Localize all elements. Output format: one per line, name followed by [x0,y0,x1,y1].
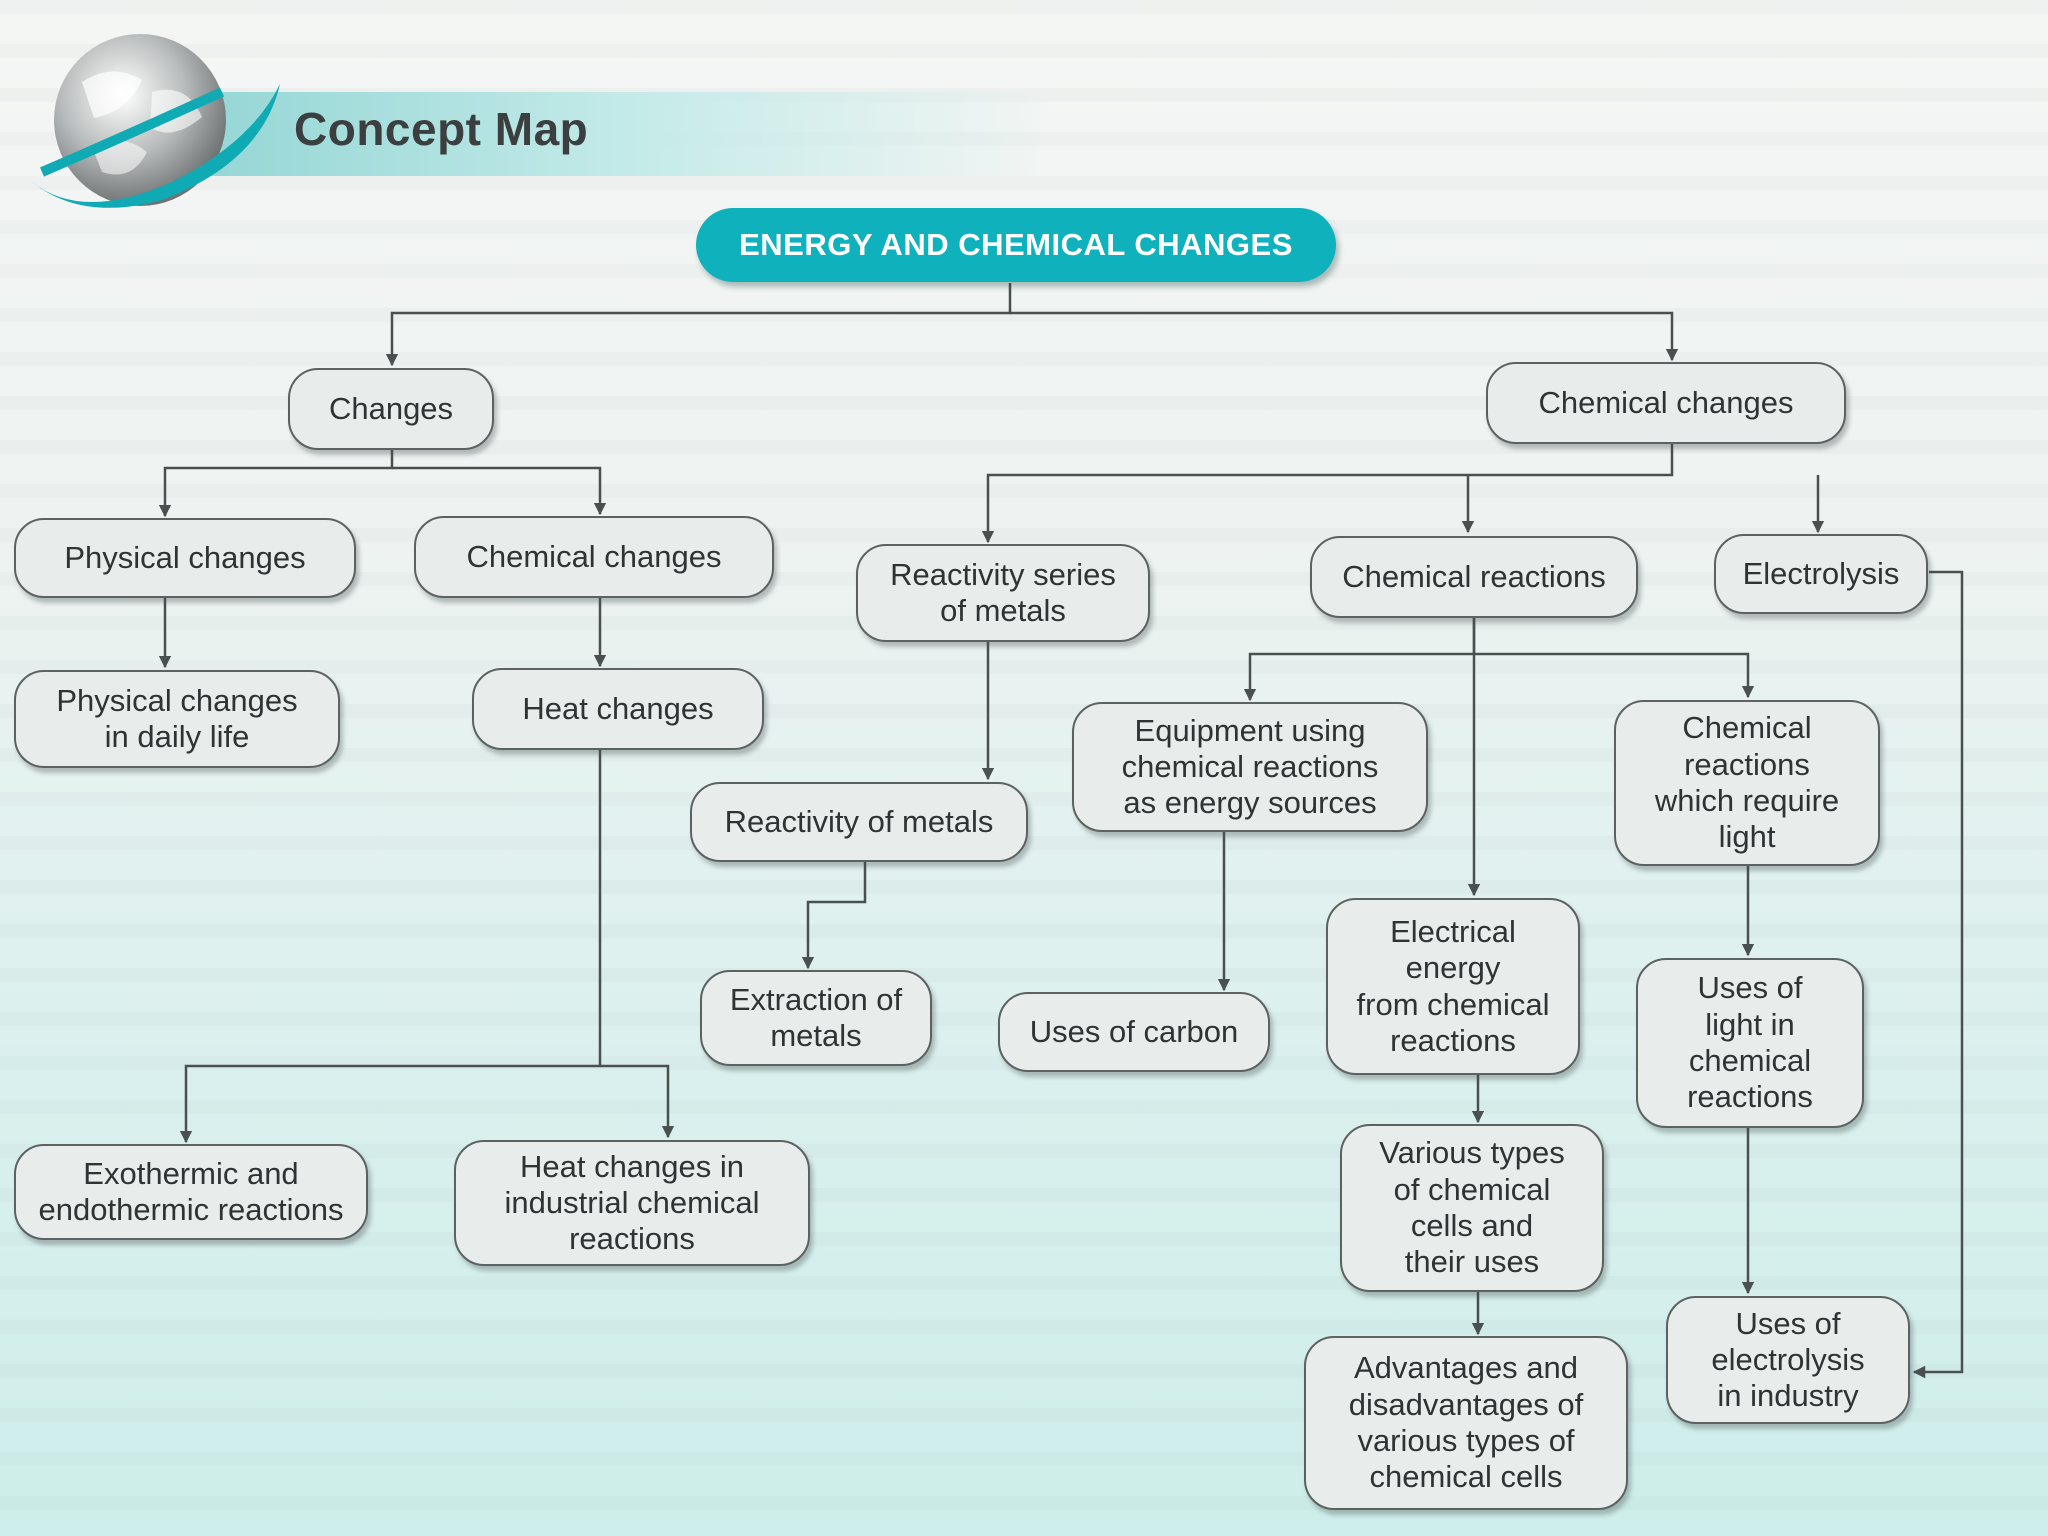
header-band [150,92,1050,176]
node-electrical-energy: Electrical energy from chemical reaction… [1326,898,1580,1075]
node-electrolysis: Electrolysis [1714,534,1928,614]
node-advantages-disadvantages: Advantages and disadvantages of various … [1304,1336,1628,1510]
node-heat-changes: Heat changes [472,668,764,750]
node-chemical-reactions: Chemical reactions [1310,536,1638,618]
node-reactivity-of-metals: Reactivity of metals [690,782,1028,862]
node-heat-changes-industrial: Heat changes in industrial chemical reac… [454,1140,810,1266]
globe-logo-icon [32,34,280,208]
node-chemical-changes-sub: Chemical changes [414,516,774,598]
node-physical-changes: Physical changes [14,518,356,598]
page-title: Concept Map [294,103,589,155]
node-uses-of-electrolysis: Uses of electrolysis in industry [1666,1296,1910,1424]
node-extraction-of-metals: Extraction of metals [700,970,932,1066]
node-reactivity-series: Reactivity series of metals [856,544,1150,642]
node-chemical-changes-main: Chemical changes [1486,362,1846,444]
node-uses-of-light: Uses of light in chemical reactions [1636,958,1864,1128]
node-changes: Changes [288,368,494,450]
node-physical-changes-daily-life: Physical changes in daily life [14,670,340,768]
node-reactions-require-light: Chemical reactions which require light [1614,700,1880,866]
node-various-chemical-cells: Various types of chemical cells and thei… [1340,1124,1604,1292]
node-exothermic-endothermic: Exothermic and endothermic reactions [14,1144,368,1240]
root-node-energy-chemical-changes: ENERGY AND CHEMICAL CHANGES [696,208,1336,282]
node-equipment-energy-sources: Equipment using chemical reactions as en… [1072,702,1428,832]
node-uses-of-carbon: Uses of carbon [998,992,1270,1072]
